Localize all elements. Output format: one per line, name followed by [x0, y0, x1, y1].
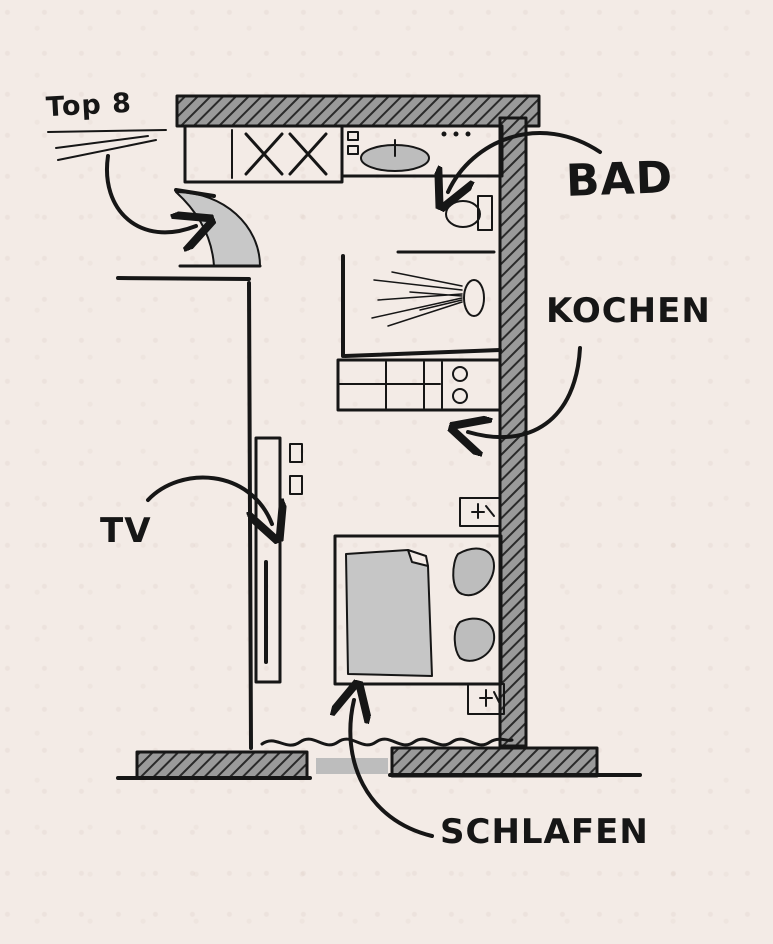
- arrow-kochen: [468, 346, 582, 437]
- toilet-icon: [445, 195, 493, 231]
- label-schlafen: SCHLAFEN: [440, 812, 649, 852]
- stove-icon: [452, 366, 468, 404]
- label-bad: BAD: [565, 152, 674, 207]
- entrance-threshold: [316, 758, 388, 774]
- bottom-right-wall: [390, 746, 599, 778]
- bed: [333, 534, 503, 686]
- shower-icon: [371, 271, 485, 327]
- pillow-top: [452, 547, 495, 597]
- label-tv: TV: [100, 511, 152, 551]
- tv-unit: [254, 436, 282, 684]
- pillow-bottom: [453, 617, 496, 662]
- arrow-schlafen: [350, 700, 434, 838]
- left-wall: [247, 281, 253, 750]
- top-wall: [175, 94, 541, 128]
- nightstand-bottom-icon: [467, 683, 505, 715]
- entry-wall: [116, 276, 251, 281]
- nightstand-top-icon: [459, 497, 501, 527]
- label-top-8: Top 8: [45, 87, 133, 124]
- bathroom-vanity: [340, 124, 504, 178]
- right-wall: [498, 116, 528, 748]
- bottom-left-wall: [135, 750, 309, 780]
- label-kochen: KOCHEN: [546, 291, 711, 331]
- bed-blanket: [345, 549, 433, 677]
- arrow-top8: [105, 154, 196, 232]
- arrow-tv: [146, 475, 272, 524]
- curtain: [260, 737, 514, 747]
- arrow-bad: [448, 131, 602, 192]
